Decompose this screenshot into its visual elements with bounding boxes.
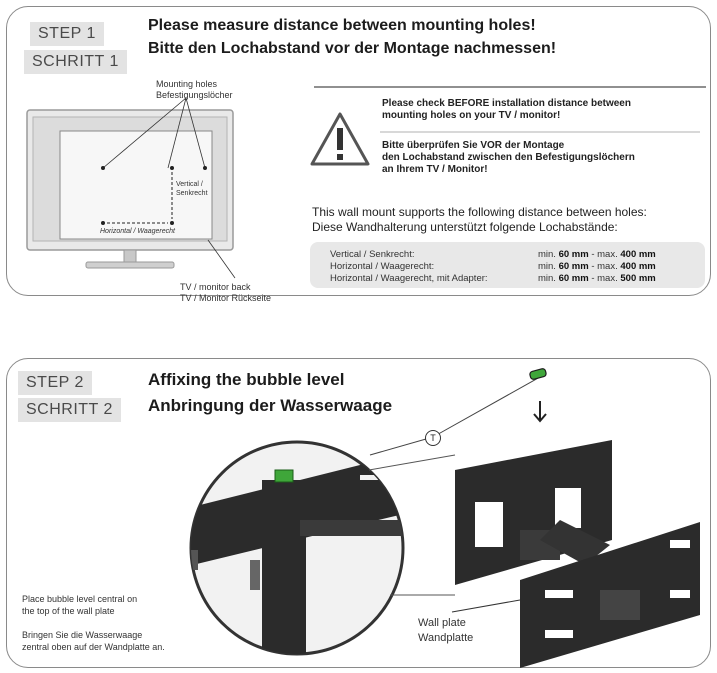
mounting-holes-label-de: Befestigungslöcher xyxy=(156,90,233,100)
place-text-de-1: Bringen Sie die Wasserwaage xyxy=(22,630,143,640)
step1-title-de: Bitte den Lochabstand vor der Montage na… xyxy=(148,40,557,57)
warning-text-de-1: Bitte überprüfen Sie VOR der Montage xyxy=(382,140,565,151)
callout-t-label: T xyxy=(430,433,436,443)
spec-label: Horizontal / Waagerecht: xyxy=(330,261,435,272)
step2-tag-de: SCHRITT 2 xyxy=(18,398,121,422)
step1-title-en: Please measure distance between mounting… xyxy=(148,17,536,34)
step2-tag-en: STEP 2 xyxy=(18,371,92,395)
warning-text-de-3: an Ihrem TV / Monitor! xyxy=(382,164,488,175)
mounting-holes-label-en: Mounting holes xyxy=(156,79,218,89)
horizontal-measure-label: Horizontal / Waagerecht xyxy=(100,228,175,235)
warning-text-de-2: den Lochabstand zwischen den Befestigung… xyxy=(382,152,635,163)
tv-back-illustration xyxy=(26,97,236,279)
tv-back-label-de: TV / Monitor Rückseite xyxy=(180,293,272,303)
place-text-en-2: the top of the wall plate xyxy=(22,606,115,616)
step2-title-en: Affixing the bubble level xyxy=(148,370,345,389)
spec-label: Vertical / Senkrecht: xyxy=(330,249,415,260)
wall-plate-label-de: Wandplatte xyxy=(418,632,474,644)
vertical-measure-label-1: Vertical / xyxy=(176,181,203,188)
spec-value: min. 60 mm - max. 400 mm xyxy=(538,261,656,272)
vertical-measure-label-2: Senkrecht xyxy=(176,190,208,197)
spec-value: min. 60 mm - max. 500 mm xyxy=(538,273,656,284)
supports-text-en: This wall mount supports the following d… xyxy=(312,205,647,219)
warning-triangle-icon xyxy=(310,112,370,166)
arrow-down-icon xyxy=(533,401,547,423)
place-text-de-2: zentral oben auf der Wandplatte an. xyxy=(22,642,165,652)
spec-row-vertical: Vertical / Senkrecht: min. 60 mm - max. … xyxy=(330,249,656,260)
place-text-en-1: Place bubble level central on xyxy=(22,594,138,604)
callout-t-badge: T xyxy=(425,430,441,446)
spec-box: Vertical / Senkrecht: min. 60 mm - max. … xyxy=(310,242,705,288)
spec-label: Horizontal / Waagerecht, mit Adapter: xyxy=(330,273,488,284)
step1-tag-de: SCHRITT 1 xyxy=(24,50,127,74)
spec-row-horizontal-adapter: Horizontal / Waagerecht, mit Adapter: mi… xyxy=(330,273,656,284)
warning-divider xyxy=(314,86,706,133)
step1-tag-en: STEP 1 xyxy=(30,22,104,46)
step2-title-de: Anbringung der Wasserwaage xyxy=(148,396,393,415)
spec-value: min. 60 mm - max. 400 mm xyxy=(538,249,656,260)
warning-text-en-2: mounting holes on your TV / monitor! xyxy=(382,110,561,121)
tv-back-label-en: TV / monitor back xyxy=(180,282,251,292)
supports-text-de: Diese Wandhalterung unterstützt folgende… xyxy=(312,220,618,234)
warning-text-en-1: Please check BEFORE installation distanc… xyxy=(382,98,631,109)
spec-row-horizontal: Horizontal / Waagerecht: min. 60 mm - ma… xyxy=(330,261,656,272)
wall-plate-label-en: Wall plate xyxy=(418,617,466,629)
